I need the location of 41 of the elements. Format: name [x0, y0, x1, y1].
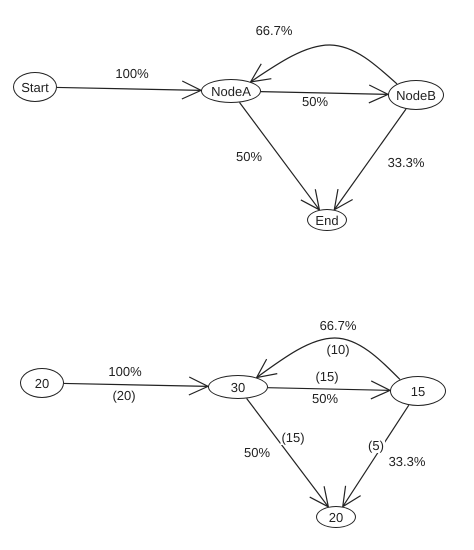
- arrow: [260, 84, 389, 104]
- edge-label: 33.3%: [388, 455, 426, 469]
- edge-label: 50%: [300, 95, 330, 109]
- edge-label: 50%: [242, 446, 272, 460]
- arrow: [56, 80, 202, 100]
- arrow: [342, 404, 410, 508]
- node-label: Start: [21, 80, 49, 94]
- node-label: NodeA: [211, 84, 251, 98]
- arrow: [250, 44, 398, 84]
- edge-label: 50%: [310, 392, 340, 406]
- node-label: 30: [230, 380, 246, 394]
- flow-count-label: (10): [325, 343, 351, 357]
- arrow: [64, 376, 209, 396]
- ellipse-node: [13, 72, 57, 102]
- edge-label: 33.3%: [386, 156, 426, 170]
- ellipse-node: [390, 376, 446, 406]
- flow-count-label: (15): [314, 370, 340, 384]
- arrow: [268, 380, 391, 400]
- ellipse-node: [307, 209, 347, 231]
- ellipse-node: [208, 375, 268, 399]
- arrow: [239, 102, 320, 210]
- edge-label: 100%: [107, 365, 143, 379]
- arrow: [246, 398, 329, 508]
- node-label: 15: [410, 384, 426, 398]
- arrow: [256, 337, 400, 380]
- ellipse-node: [388, 80, 444, 110]
- edge-label: 66.7%: [254, 24, 294, 38]
- node-label: 20: [328, 510, 344, 524]
- flow-count-label: (5): [367, 439, 385, 453]
- node-label: End: [315, 212, 339, 228]
- ellipse-node: [316, 506, 356, 528]
- flow-count-label: (20): [111, 389, 137, 403]
- ellipse-node: [201, 79, 261, 103]
- edge-label: 66.7%: [318, 319, 358, 333]
- edge-label: 100%: [114, 67, 150, 81]
- node-label: NodeB: [396, 88, 436, 102]
- node-label: 20: [34, 376, 50, 390]
- arrow: [334, 108, 406, 210]
- edge-label: 50%: [234, 150, 264, 164]
- flow-count-label: (15): [280, 431, 306, 445]
- ellipse-node: [20, 368, 64, 398]
